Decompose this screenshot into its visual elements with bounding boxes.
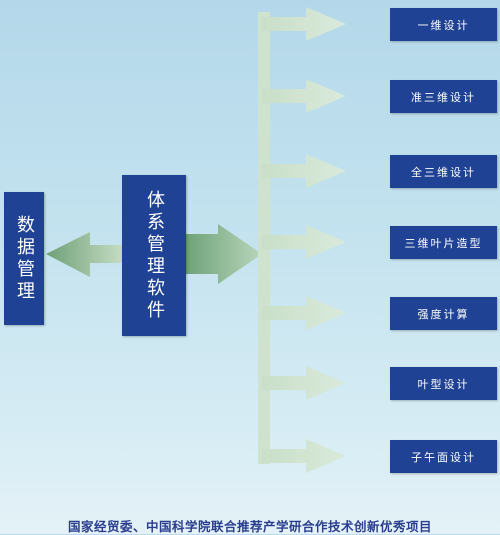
data-management-box: 数据管理 <box>4 192 44 325</box>
double-arrow-left <box>46 232 122 277</box>
right-box-label: 准三维设计 <box>411 90 476 104</box>
branch-arrow-2 <box>262 79 346 113</box>
system-management-software-box: 体系管理软件 <box>122 175 186 336</box>
right-box-7: 子午面设计 <box>390 440 497 473</box>
branch-arrows <box>262 7 346 473</box>
branch-arrow-7 <box>262 439 346 473</box>
right-box-label: 三维叶片造型 <box>404 236 483 250</box>
branch-arrow-5 <box>262 296 346 330</box>
right-box-label: 一维设计 <box>417 18 470 32</box>
right-box-label: 全三维设计 <box>411 165 476 179</box>
footer-caption: 国家经贸委、中国科学院联合推荐产学研合作技术创新优秀项目 <box>67 519 432 534</box>
right-box-4: 三维叶片造型 <box>390 226 497 259</box>
branch-arrow-4 <box>262 225 346 259</box>
right-box-label: 强度计算 <box>417 307 470 321</box>
system-management-software-label: 体系管理软件 <box>144 189 165 322</box>
right-box-2: 准三维设计 <box>390 80 497 113</box>
right-box-1: 一维设计 <box>390 8 497 41</box>
branch-arrow-3 <box>262 154 346 188</box>
branch-arrow-1 <box>262 7 346 41</box>
right-box-6: 叶型设计 <box>390 367 497 400</box>
right-box-label: 子午面设计 <box>411 450 476 464</box>
branch-arrow-6 <box>262 366 346 400</box>
right-box-label: 叶型设计 <box>417 377 470 391</box>
arrow-to-trunk <box>186 224 262 284</box>
data-management-label: 数据管理 <box>14 214 35 303</box>
right-box-5: 强度计算 <box>390 297 497 330</box>
right-box-3: 全三维设计 <box>390 155 497 188</box>
